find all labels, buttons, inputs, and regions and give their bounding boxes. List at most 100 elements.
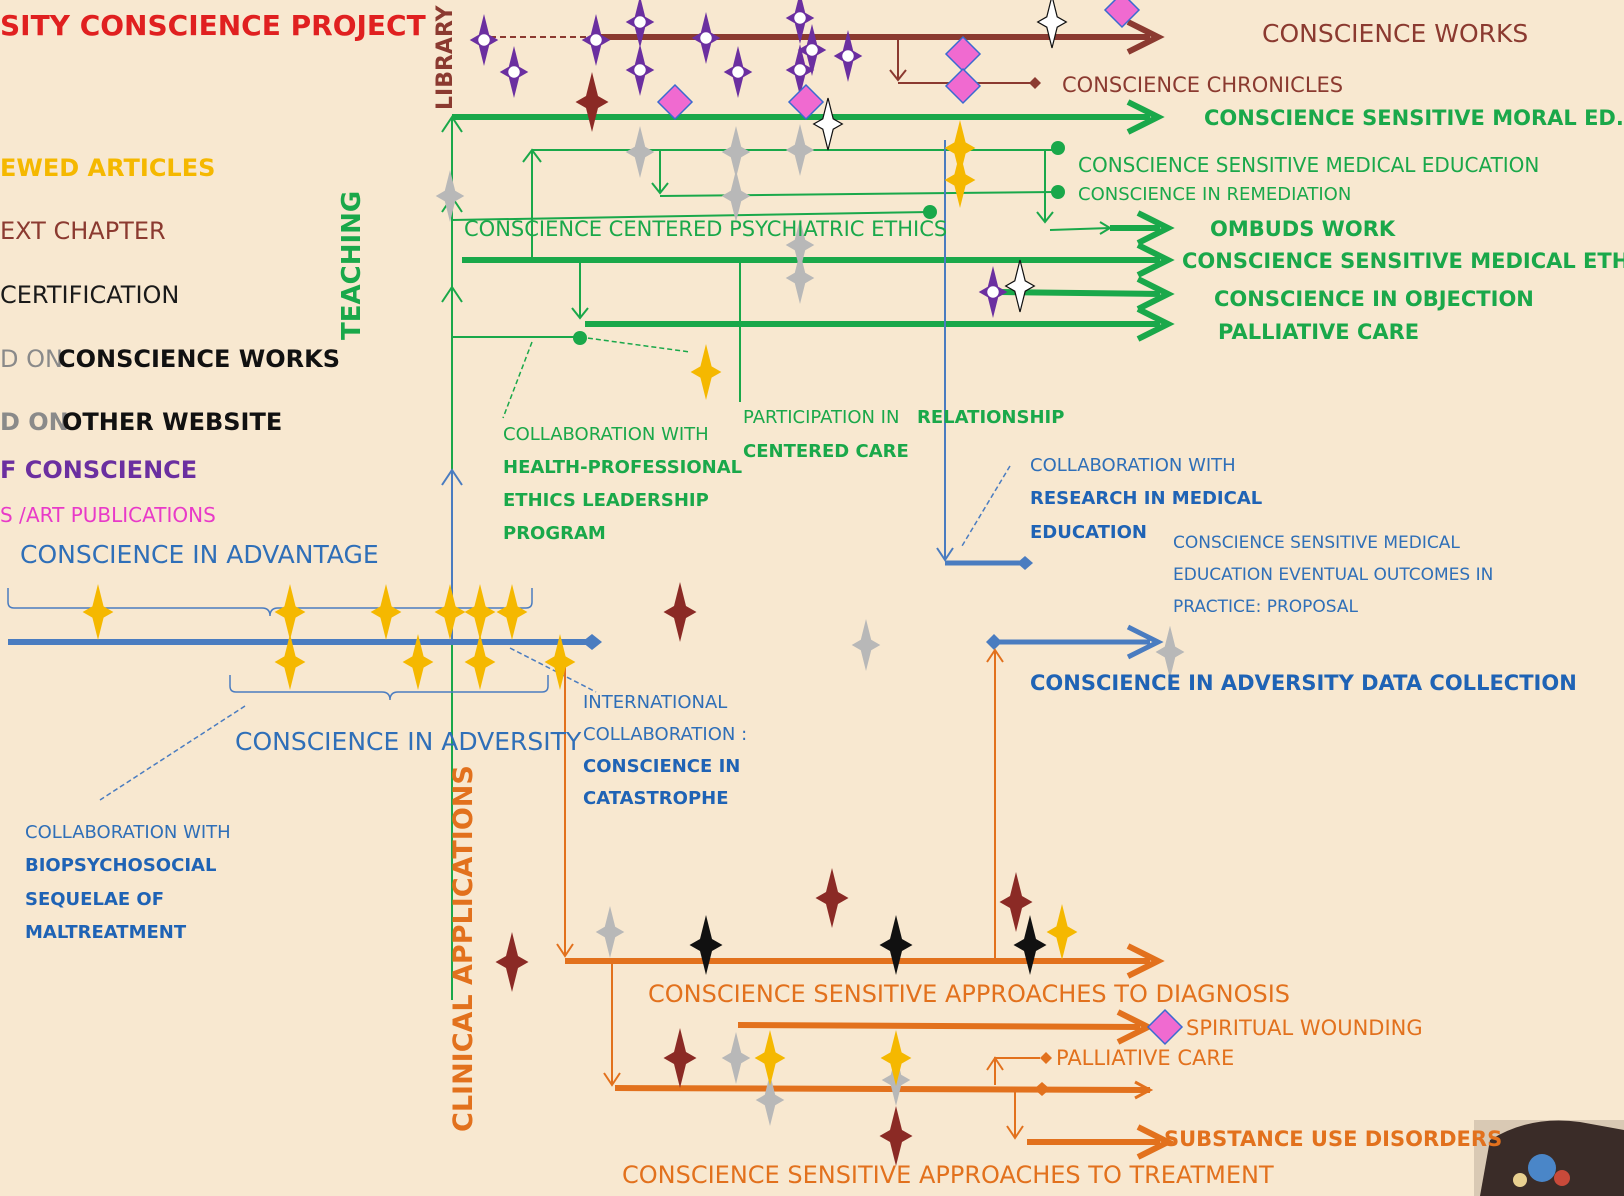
gold-star-marker <box>544 634 576 690</box>
purple-star-marker-center <box>806 44 818 56</box>
purple-star-marker-center <box>842 50 854 62</box>
gold-star-marker <box>690 344 722 400</box>
purple-star-marker-center <box>732 66 744 78</box>
gold-star-marker <box>1046 904 1078 960</box>
library-chronicles-label: CONSCIENCE CHRONICLES <box>1062 73 1343 97</box>
gray-star-marker <box>1155 626 1185 678</box>
teaching-psychiatric-ethics-label: CONSCIENCE CENTERED PSYCHIATRIC ETHICS <box>464 217 947 241</box>
pink-diamond-marker <box>787 83 825 121</box>
maroon-star-marker <box>815 868 849 928</box>
black-star-marker <box>689 915 723 975</box>
page-title: SITY CONSCIENCE PROJECT <box>0 9 426 42</box>
gold-star-marker <box>944 120 976 176</box>
research-outcomes-3: PRACTICE: PROPOSAL <box>1173 597 1359 617</box>
gold-star-marker <box>402 634 434 690</box>
purple-star-marker-center <box>508 66 520 78</box>
research-intl-2: COLLABORATION : <box>583 724 747 745</box>
gray-star-marker <box>435 170 465 222</box>
purple-star-marker-center <box>794 64 806 76</box>
black-star-marker <box>879 915 913 975</box>
gold-star-marker <box>274 584 306 640</box>
gold-star-marker <box>464 584 496 640</box>
section-label-teaching: TEACHING <box>337 191 367 340</box>
research-outcomes-1: CONSCIENCE SENSITIVE MEDICAL <box>1173 533 1460 553</box>
gold-star-marker <box>82 584 114 640</box>
maroon-star-marker <box>879 1106 913 1166</box>
teaching-collab-hp-1: HEALTH-PROFESSIONAL <box>503 457 742 478</box>
research-bio-1: BIOPSYCHOSOCIAL <box>25 855 216 876</box>
research-rme-1: RESEARCH IN MEDICAL <box>1030 488 1262 509</box>
maroon-star-marker <box>663 582 697 642</box>
teaching-participation-prefix: PARTICIPATION IN <box>743 407 899 428</box>
legend-art-publications: ART PUBLICATIONS <box>26 503 216 527</box>
gold-star-marker <box>370 584 402 640</box>
markers-layer <box>82 0 1185 1166</box>
teaching-collab-with: COLLABORATION WITH <box>503 424 709 445</box>
outline-star-marker <box>1004 259 1036 313</box>
legend-on-cw-prefix: D ON <box>0 345 63 373</box>
teaching-medical-ethics-label: CONSCIENCE SENSITIVE MEDICAL ETHICS <box>1182 249 1624 273</box>
purple-star-marker-center <box>700 32 712 44</box>
gray-star-marker <box>721 1032 751 1084</box>
section-label-library: LIBRARY <box>433 4 458 110</box>
gold-star-marker <box>880 1030 912 1086</box>
black-star-marker <box>1013 915 1047 975</box>
clinical-spiritual-label: SPIRITUAL WOUNDING <box>1186 1016 1423 1040</box>
legend-on-other-prefix: D ON <box>0 408 69 436</box>
research-bio-2: SEQUELAE OF <box>25 889 164 910</box>
teaching-ombuds-label: OMBUDS WORK <box>1210 217 1396 241</box>
research-data-collection-label: CONSCIENCE IN ADVERSITY DATA COLLECTION <box>1030 671 1577 695</box>
legend-of-conscience: F CONSCIENCE <box>0 456 197 484</box>
research-bio-3: MALTREATMENT <box>25 922 187 943</box>
teaching-participation-rel2: CENTERED CARE <box>743 441 909 462</box>
research-lines <box>7 140 1164 801</box>
purple-star-marker-center <box>634 64 646 76</box>
gold-star-marker <box>496 584 528 640</box>
purple-star-marker-center <box>590 34 602 46</box>
teaching-medical-education-label: CONSCIENCE SENSITIVE MEDICAL EDUCATION <box>1078 153 1539 177</box>
gray-star-marker <box>595 906 625 958</box>
maroon-star-marker <box>663 1028 697 1088</box>
pink-diamond-marker <box>656 83 694 121</box>
research-collab-rme: COLLABORATION WITH <box>1030 455 1236 476</box>
legend-art-prefix: S / <box>0 503 26 527</box>
teaching-remediation-label: CONSCIENCE IN REMEDIATION <box>1078 184 1351 205</box>
section-label-clinical: CLINICAL APPLICATIONS <box>448 765 479 1132</box>
gray-star-marker <box>785 252 815 304</box>
legend-on-cw-name: CONSCIENCE WORKS <box>58 345 340 373</box>
research-rme-2: EDUCATION <box>1030 522 1147 543</box>
pink-diamond-marker <box>1146 1008 1184 1046</box>
gold-star-marker <box>464 634 496 690</box>
maroon-star-marker <box>999 872 1033 932</box>
gray-star-marker <box>851 619 881 671</box>
legend-reviewed-articles: EWED ARTICLES <box>0 154 215 182</box>
research-adversity-label: CONSCIENCE IN ADVERSITY <box>235 727 582 756</box>
gold-star-marker <box>434 584 466 640</box>
research-intl-1: INTERNATIONAL <box>583 692 727 713</box>
clinical-palliative-label: PALLIATIVE CARE <box>1056 1046 1234 1070</box>
gray-star-marker <box>721 170 751 222</box>
legend-on-other-name: OTHER WEBSITE <box>62 408 282 436</box>
artwork-image <box>1474 1120 1624 1196</box>
purple-star-marker-center <box>478 34 490 46</box>
legend-text-chapter: EXT CHAPTER <box>0 217 166 245</box>
purple-star-marker-center <box>987 286 999 298</box>
gold-star-marker <box>754 1030 786 1086</box>
clinical-lines <box>556 648 1175 1160</box>
gray-star-marker <box>785 124 815 176</box>
research-intl-3: CONSCIENCE IN <box>583 756 740 777</box>
teaching-lines <box>441 99 1175 1000</box>
maroon-star-marker <box>575 72 609 132</box>
clinical-treatment-label: CONSCIENCE SENSITIVE APPROACHES TO TREAT… <box>622 1161 1274 1189</box>
teaching-collab-hp-3: PROGRAM <box>503 523 606 544</box>
research-advantage-label: CONSCIENCE IN ADVANTAGE <box>20 540 379 569</box>
teaching-objection-label: CONSCIENCE IN OBJECTION <box>1214 287 1534 311</box>
gray-star-marker <box>721 126 751 178</box>
gray-star-marker <box>625 126 655 178</box>
research-bio-collab: COLLABORATION WITH <box>25 822 231 843</box>
teaching-moral-ed-label: CONSCIENCE SENSITIVE MORAL ED. <box>1204 106 1624 130</box>
gray-star-marker <box>785 219 815 271</box>
